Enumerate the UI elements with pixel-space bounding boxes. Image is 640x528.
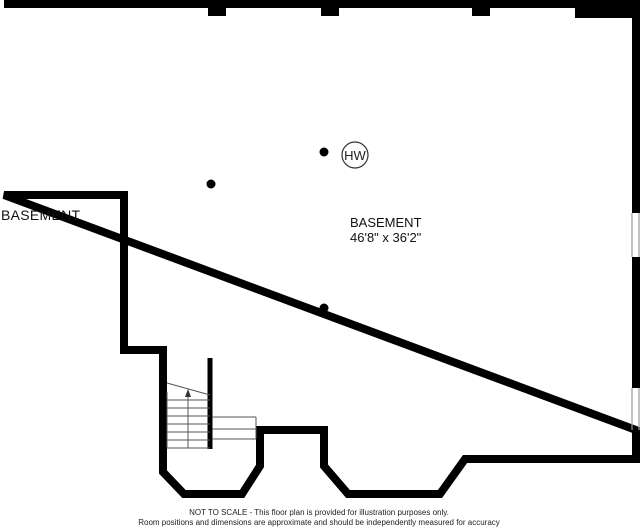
- stair-direction-arrow-icon: [185, 389, 191, 397]
- disclaimer-line-2: Room positions and dimensions are approx…: [138, 518, 500, 527]
- outside-basement-label: BASEMENT: [1, 207, 81, 223]
- wall-stud: [208, 4, 226, 16]
- support-column: [319, 303, 329, 313]
- wall-stud: [321, 4, 339, 16]
- support-column: [319, 147, 329, 157]
- room-name: BASEMENT: [350, 215, 422, 230]
- room-dimensions: 46'8" x 36'2": [350, 230, 422, 245]
- window-right-upper: [631, 213, 640, 257]
- staircase: [166, 358, 213, 449]
- exterior-wall: [2, 0, 640, 498]
- disclaimer-line-1: NOT TO SCALE - This floor plan is provid…: [189, 508, 449, 517]
- support-column: [206, 179, 216, 189]
- stair-landing: [212, 416, 257, 440]
- hot-water-heater-label: HW: [344, 148, 366, 163]
- hot-water-heater-icon: HW: [341, 141, 369, 169]
- wall-stud: [472, 4, 490, 16]
- window-right-lower: [631, 388, 640, 430]
- wall-corner-block: [575, 4, 636, 18]
